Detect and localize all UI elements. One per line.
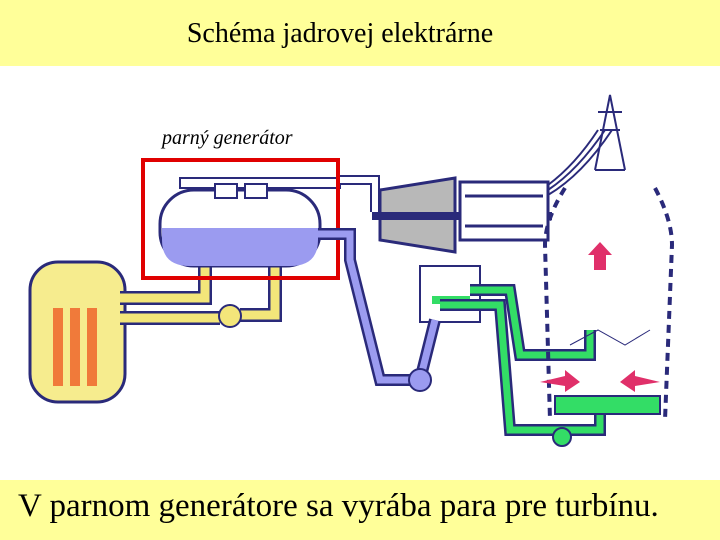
secondary-loop: [318, 228, 441, 392]
steam-generator-icon: [158, 177, 341, 268]
feedwater-pump-icon: [408, 368, 432, 392]
caption-bar: [0, 480, 720, 540]
caption-text: V parnom generátore sa vyrába para pre t…: [18, 488, 659, 524]
generator-icon: [458, 180, 550, 242]
cooling-loop: [440, 284, 606, 447]
pylon-icon: [547, 94, 626, 196]
reactor-icon: [28, 260, 127, 404]
cooling-pump-icon: [552, 427, 572, 447]
steam-generator-highlight: [141, 158, 340, 280]
primary-pump-icon: [218, 304, 242, 328]
title-bar: [0, 0, 720, 66]
steam-generator-label: parný generátor: [162, 127, 293, 149]
page-title: Schéma jadrovej elektrárne: [186, 18, 494, 49]
nuclear-plant-diagram: [28, 94, 675, 447]
cooling-tower-icon: [540, 186, 675, 421]
